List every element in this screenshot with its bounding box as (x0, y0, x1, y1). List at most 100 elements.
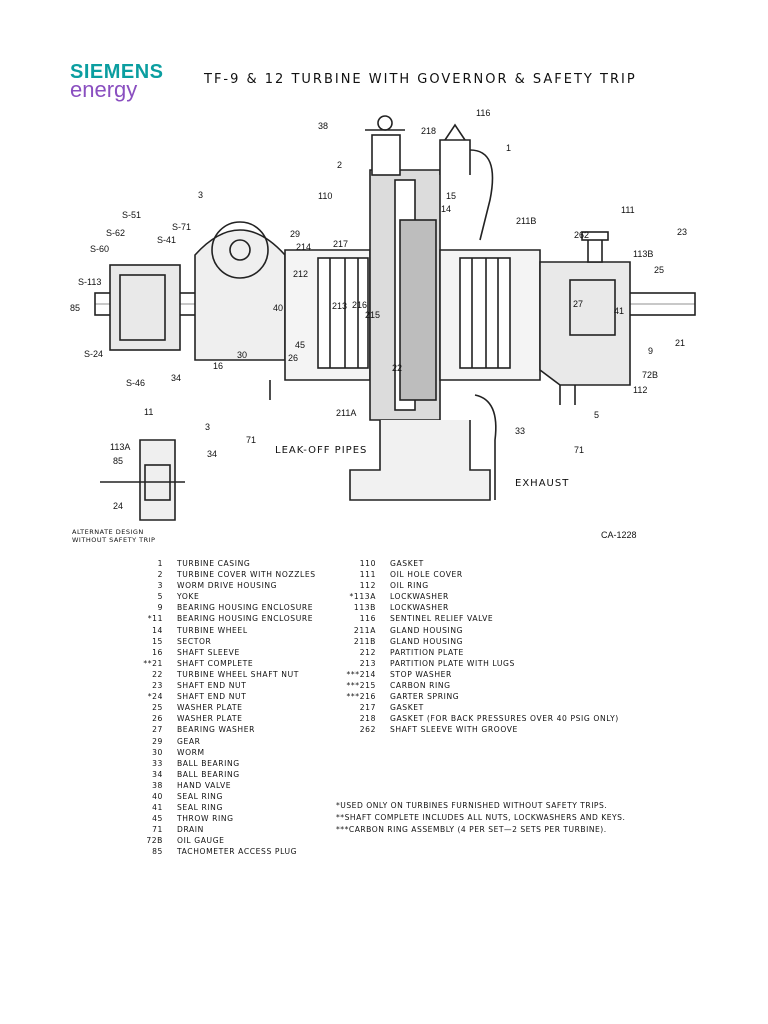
part-number: 41 (152, 803, 163, 813)
part-number: 30 (152, 747, 163, 757)
part-number: 116 (359, 614, 376, 624)
part-description: LOCKWASHER (390, 603, 449, 613)
callout: 116 (476, 108, 490, 118)
leak-off-pipes-label: LEAK-OFF PIPES (275, 445, 367, 456)
callout: 215 (365, 310, 380, 320)
callout: S-51 (122, 210, 141, 220)
part-description: BEARING HOUSING ENCLOSURE (177, 614, 314, 624)
part-description: WORM DRIVE HOUSING (177, 581, 278, 591)
callout: S-24 (84, 349, 103, 359)
alternate-design-note: ALTERNATE DESIGN WITHOUT SAFETY TRIP (72, 528, 155, 544)
callout: 112 (633, 385, 647, 395)
part-number: 72B (146, 836, 163, 846)
callout: 40 (273, 303, 283, 313)
parts-list-row: 116 SENTINEL RELIEF VALVE (300, 613, 619, 624)
part-description: STOP WASHER (390, 669, 452, 679)
part-description: OIL RING (390, 581, 429, 591)
part-description: WASHER PLATE (177, 714, 243, 724)
callout: 211B (516, 216, 536, 226)
part-number: 113B (353, 603, 376, 613)
callout: 113A (110, 442, 130, 452)
part-number: 3 (157, 581, 163, 591)
part-description: WORM (177, 747, 205, 757)
part-description: LOCKWASHER (390, 592, 449, 602)
part-description: SHAFT END NUT (177, 692, 247, 702)
part-number: 33 (152, 758, 163, 768)
callout: 14 (441, 204, 451, 214)
part-number: 211A (353, 625, 376, 635)
footnote: *USED ONLY ON TURBINES FURNISHED WITHOUT… (336, 801, 608, 810)
footnote: ***CARBON RING ASSEMBLY (4 PER SET—2 SET… (336, 825, 607, 834)
alternate-line: WITHOUT SAFETY TRIP (72, 536, 156, 544)
part-number: 22 (152, 669, 163, 679)
part-description: HAND VALVE (177, 780, 232, 790)
part-description: TURBINE COVER WITH NOZZLES (177, 570, 316, 580)
part-number: 110 (359, 559, 376, 568)
part-number: 262 (359, 725, 376, 735)
callout: 85 (113, 456, 123, 466)
part-number: 27 (152, 725, 163, 735)
part-description: THROW RING (177, 814, 234, 824)
part-number: 211B (353, 636, 376, 646)
callout: 23 (677, 227, 687, 237)
part-number: 111 (359, 570, 376, 580)
callout: 34 (207, 449, 217, 459)
callout: 111 (621, 205, 635, 215)
part-number: 16 (152, 647, 163, 657)
callout: 21 (675, 338, 685, 348)
part-description: SHAFT COMPLETE (177, 658, 254, 668)
callout: 29 (290, 229, 300, 239)
callout: 72B (642, 370, 658, 380)
parts-list-row: 211A GLAND HOUSING (300, 625, 619, 636)
part-description: GLAND HOUSING (390, 625, 464, 635)
part-description: SEAL RING (177, 803, 223, 813)
part-number: 9 (157, 603, 163, 613)
part-number: 218 (359, 714, 376, 724)
callout: S-62 (106, 228, 125, 238)
turbine-cross-section-drawing: 38 218 116 1 2 15 14 3 110 211B 111 262 … (70, 108, 696, 540)
part-description: SHAFT END NUT (177, 681, 247, 691)
callout: 26 (288, 353, 298, 363)
exhaust-label: EXHAUST (515, 478, 569, 489)
part-number: 25 (152, 703, 163, 713)
part-number: 212 (359, 647, 376, 657)
part-description: OIL HOLE COVER (390, 570, 463, 580)
callout: 11 (144, 407, 153, 417)
part-number: 15 (152, 636, 163, 646)
callout: 262 (574, 230, 589, 240)
part-number: 71 (152, 825, 163, 835)
part-number: 29 (152, 736, 163, 746)
callout: 71 (246, 435, 256, 445)
callout: 34 (171, 373, 181, 383)
callout: 216 (352, 300, 367, 310)
callout: 212 (293, 269, 308, 279)
part-description: SENTINEL RELIEF VALVE (390, 614, 494, 624)
footnotes: *USED ONLY ON TURBINES FURNISHED WITHOUT… (336, 800, 625, 836)
callout: 85 (70, 303, 80, 313)
callout: 214 (296, 242, 311, 252)
part-number: 5 (157, 592, 163, 602)
callout: 110 (318, 191, 332, 201)
part-description: GARTER SPRING (390, 692, 460, 702)
callout: 113B (633, 249, 653, 259)
part-description: BALL BEARING (177, 769, 240, 779)
callout: 71 (574, 445, 584, 455)
